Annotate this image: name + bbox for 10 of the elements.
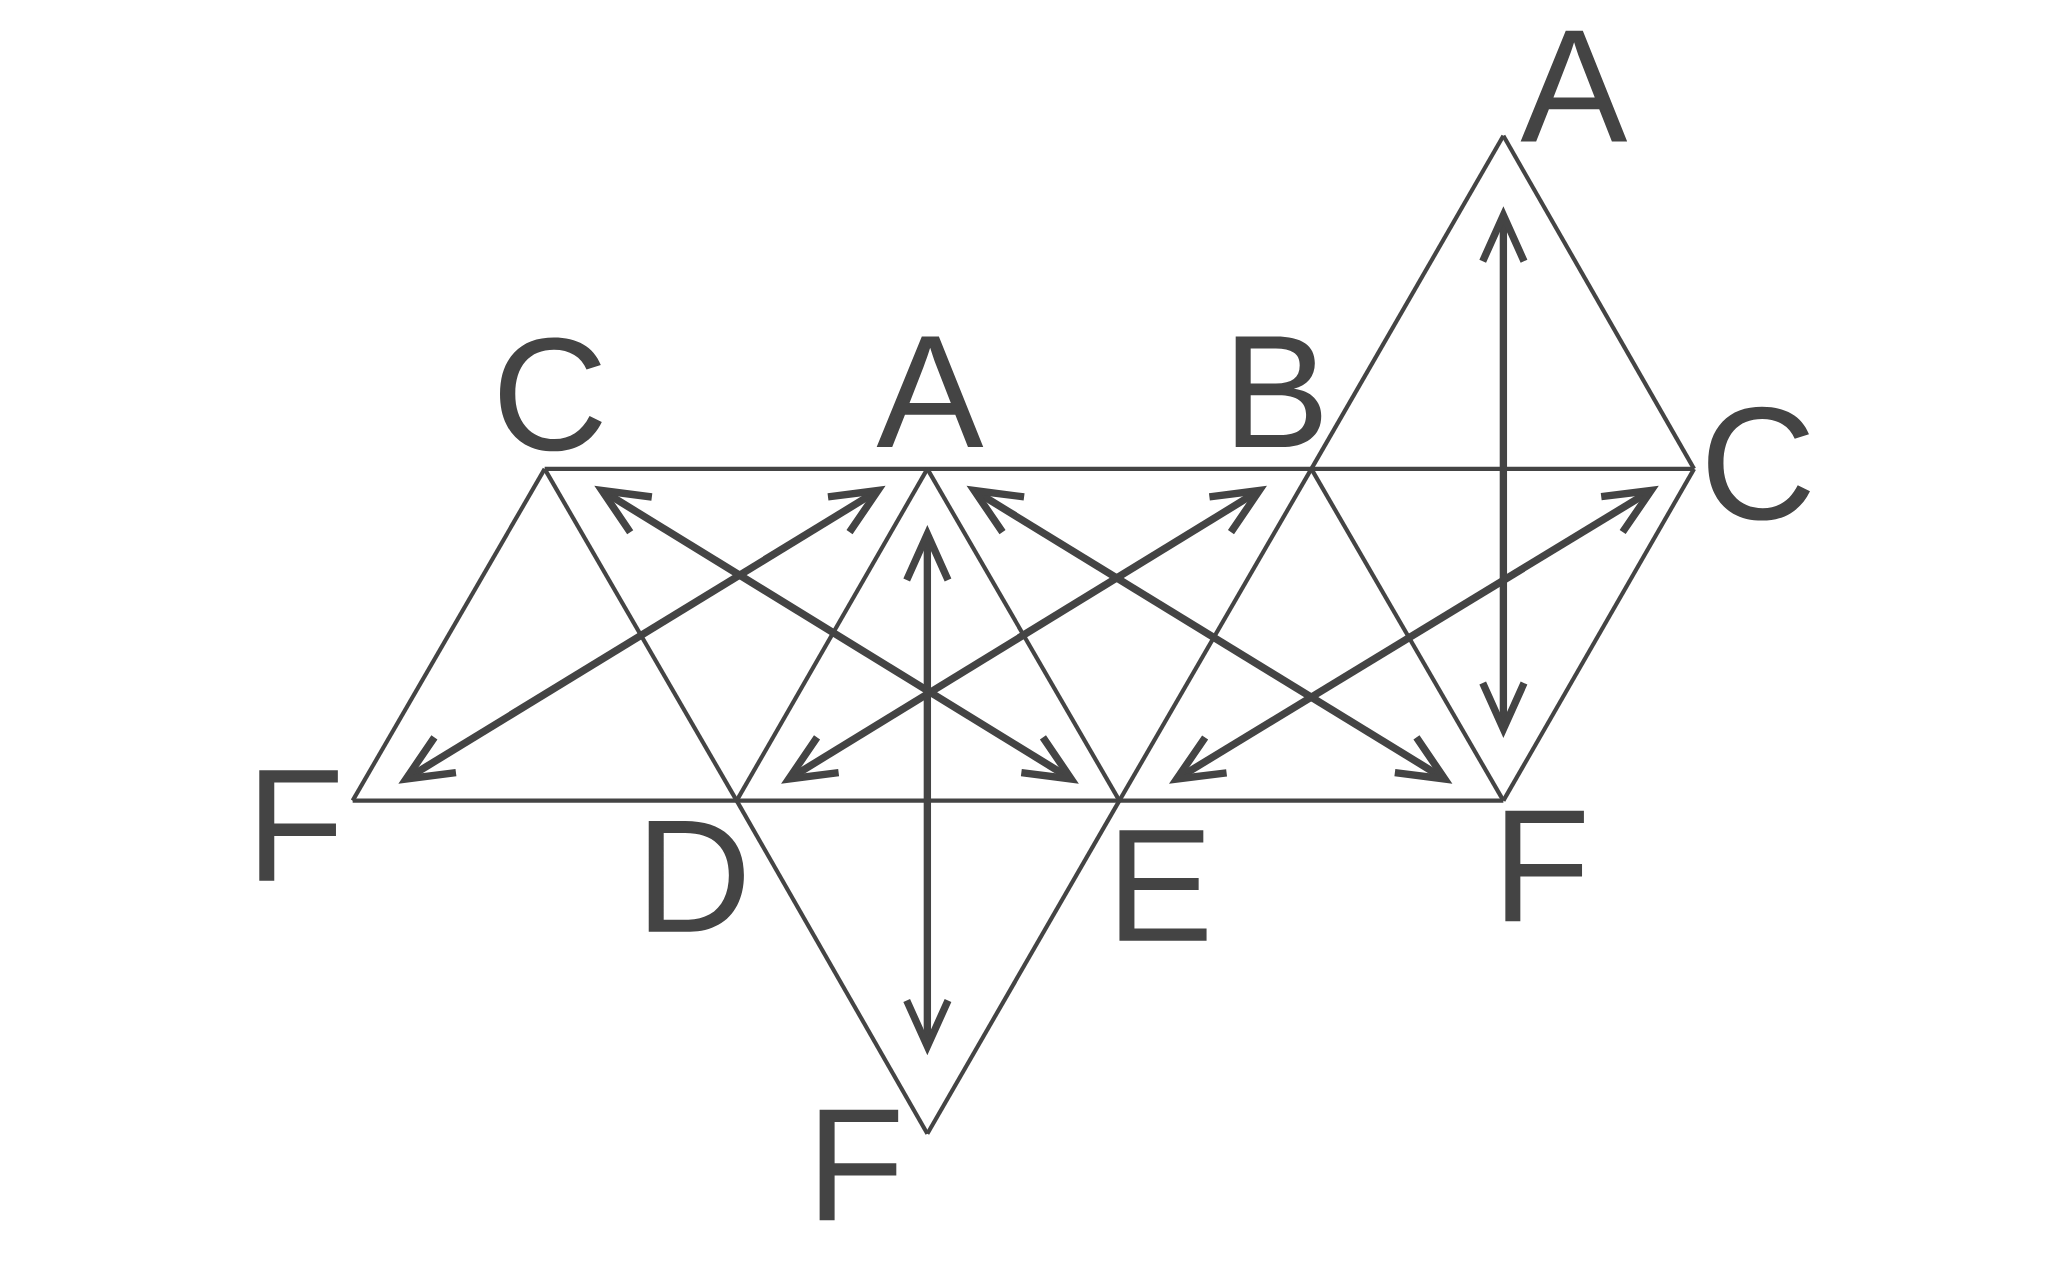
vertex-label: F [1505,810,1584,922]
vertex-label: B [1235,336,1322,448]
vertex-label: A [1520,30,1628,142]
vertex-label: E [1119,830,1207,941]
vertex-label: D [648,821,744,932]
vertex-label: C [500,337,602,452]
vertex-label: A [876,336,984,448]
vertex-label: F [259,770,338,881]
vertex-label: C [1708,406,1810,521]
vertex-label: F [819,1109,899,1221]
